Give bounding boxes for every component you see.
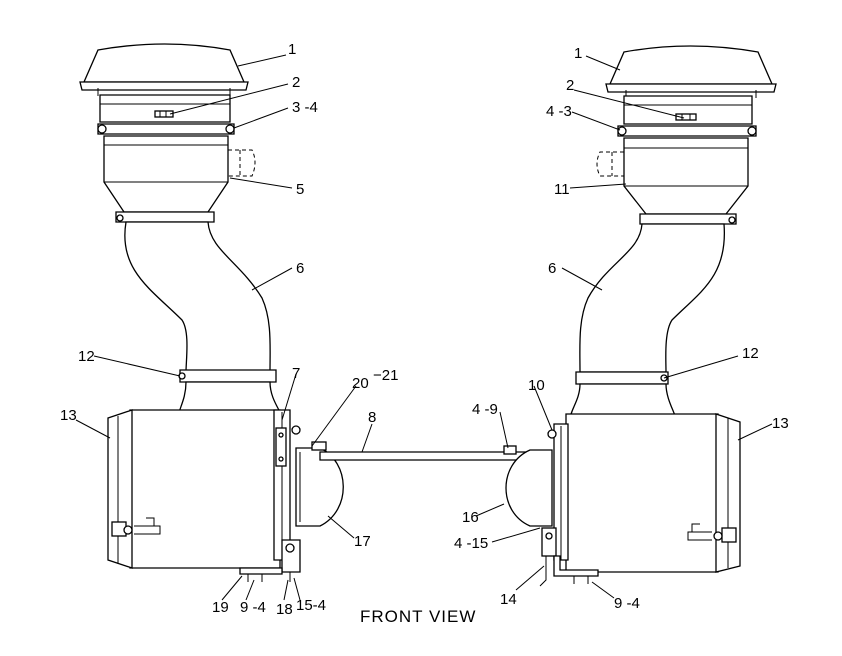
- label-l-2: 2: [292, 74, 300, 91]
- label-l-5: 5: [296, 181, 304, 198]
- leader-lines: [75, 54, 773, 601]
- right-bracket-10: [547, 429, 557, 439]
- right-precleaner: [623, 137, 749, 215]
- left-air-cleaner-assembly: [79, 43, 344, 582]
- left-upper-band: [97, 123, 235, 135]
- right-mount-bracket: [539, 527, 599, 587]
- label-r-13: 13: [772, 415, 789, 432]
- label-l-1: 1: [288, 41, 296, 58]
- label-r-11: 11: [554, 181, 570, 198]
- left-elbow-top-band: [115, 211, 215, 223]
- left-outlet-stub: [228, 149, 256, 177]
- label-r-12: 12: [742, 345, 759, 362]
- right-element-dome: [505, 449, 553, 527]
- right-main-housing: [565, 413, 719, 573]
- left-rain-cap: [79, 43, 249, 96]
- left-s-elbow-hose: [124, 221, 271, 373]
- label-l-15-4: 15-4: [296, 597, 326, 614]
- left-mount-bracket: [239, 539, 301, 582]
- right-elbow-top-band: [639, 213, 737, 225]
- label-l-19: 19: [212, 599, 229, 616]
- right-lower-band: [575, 371, 669, 385]
- left-housing-cover: [107, 409, 133, 569]
- label-l-7: 7: [292, 365, 300, 382]
- right-cover-latch: [687, 523, 737, 543]
- left-main-housing: [129, 409, 281, 569]
- left-cap-body: [99, 94, 231, 123]
- label-r-2: 2: [566, 77, 574, 94]
- label-l-6: 6: [296, 260, 304, 277]
- right-air-cleaner-assembly: [505, 45, 777, 587]
- right-upper-band: [617, 125, 757, 137]
- label-r-4-3: 4 -3: [546, 103, 572, 120]
- label-r-6: 6: [548, 260, 556, 277]
- right-rain-cap: [605, 45, 777, 98]
- label-l-13: 13: [60, 407, 77, 424]
- right-s-elbow-hose: [579, 223, 726, 373]
- left-precleaner: [103, 135, 229, 213]
- label-l-9-4: 9 -4: [240, 599, 266, 616]
- label-r-4-9: 4 -9: [472, 401, 498, 418]
- label-r-4-15: 4 -15: [454, 535, 488, 552]
- label-l-18: 18: [276, 601, 293, 618]
- view-caption: FRONT VIEW: [360, 607, 476, 626]
- label-r-10: 10: [528, 377, 545, 394]
- right-outlet-stub: [596, 151, 624, 177]
- label-r-9-4: 9 -4: [614, 595, 640, 612]
- label-r-16: 16: [462, 509, 479, 526]
- left-cover-latch: [111, 517, 161, 537]
- label-l-3-4: 3 -4: [292, 99, 318, 116]
- label-l-17: 17: [354, 533, 371, 550]
- label-r-14: 14: [500, 591, 517, 608]
- part-labels: 1 2 3 -4 5 6 12 13 7 20 −21 8 17 19 9 -4…: [60, 41, 789, 626]
- left-bracket-7: [275, 427, 287, 467]
- label-l-21: −21: [373, 367, 398, 384]
- right-cap-body: [623, 95, 753, 125]
- label-l-8: 8: [368, 409, 376, 426]
- left-lower-band: [179, 369, 277, 383]
- label-l-12: 12: [78, 348, 95, 365]
- left-element-dome: [295, 447, 344, 527]
- label-r-1: 1: [574, 45, 582, 62]
- connecting-bar: [319, 445, 541, 461]
- label-l-20: 20: [352, 375, 369, 392]
- left-cap-clamp: [154, 110, 174, 118]
